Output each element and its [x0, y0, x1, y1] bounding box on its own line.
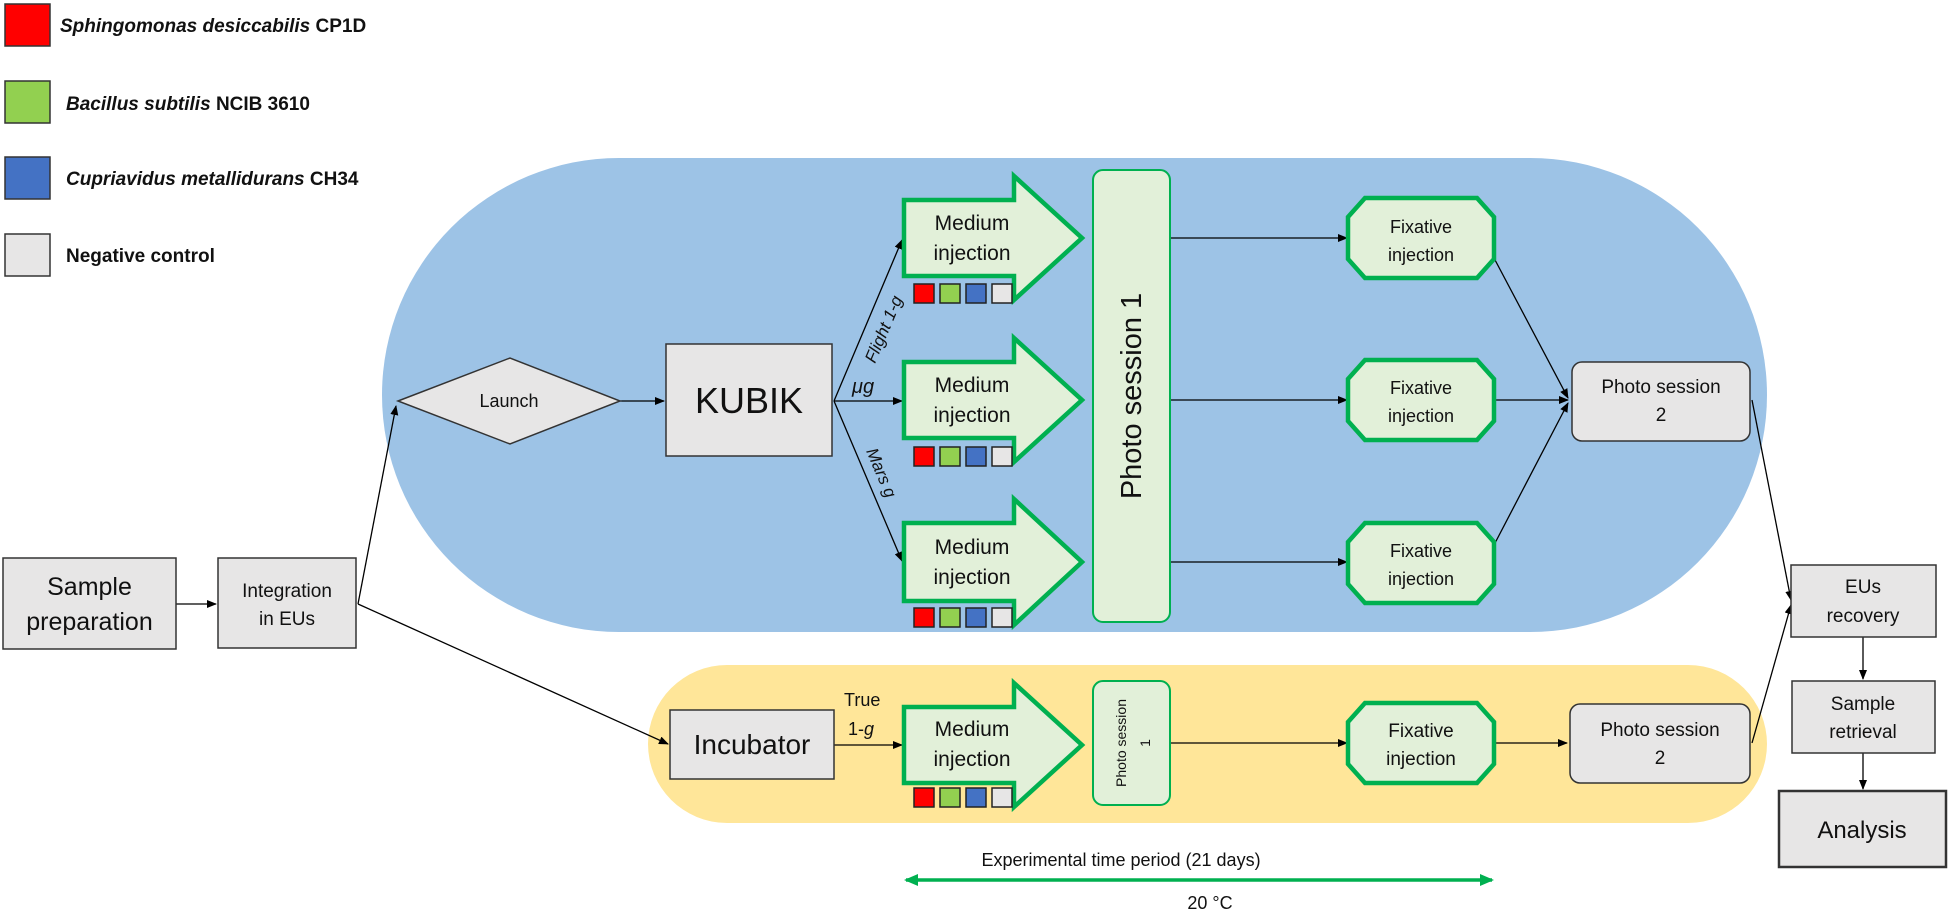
svg-text:KUBIK: KUBIK: [695, 380, 803, 421]
svg-text:Medium: Medium: [935, 536, 1010, 559]
svg-text:Sample: Sample: [1831, 694, 1895, 715]
svg-text:Medium: Medium: [935, 212, 1010, 235]
svg-text:Medium: Medium: [935, 718, 1010, 741]
strain-swatches-micro-g: [913, 446, 1013, 467]
svg-text:preparation: preparation: [26, 608, 152, 636]
label-true-1g-line2: 1-g: [848, 719, 874, 739]
photo-session-2-flight: Photo session 2: [1571, 361, 1751, 442]
legend-swatch-sphingomonas: [4, 3, 51, 47]
timeline-temperature: 20 °C: [1187, 893, 1232, 911]
svg-text:Integration: Integration: [242, 581, 332, 602]
strain-swatches-flight-1g: [913, 283, 1013, 304]
svg-text:injection: injection: [933, 242, 1010, 265]
incubator-box: Incubator: [669, 709, 835, 780]
svg-text:recovery: recovery: [1827, 606, 1900, 627]
medium-injection-true-1g: Medium injection: [901, 677, 1086, 813]
svg-text:Fixative: Fixative: [1390, 541, 1452, 561]
eus-recovery-box: EUs recovery: [1790, 564, 1937, 638]
legend-label-bacillus: Bacillus subtilis NCIB 3610: [66, 94, 310, 115]
svg-text:Photo session 1: Photo session 1: [1116, 293, 1148, 499]
svg-text:injection: injection: [1388, 245, 1454, 265]
svg-text:Analysis: Analysis: [1817, 817, 1906, 844]
svg-text:injection: injection: [933, 404, 1010, 427]
integration-box: Integration in EUs: [217, 557, 357, 649]
strain-swatches-true-1g: [913, 787, 1013, 808]
fixative-injection-mars-g: Fixative injection: [1345, 520, 1497, 606]
medium-injection-flight-1g: Medium injection: [901, 170, 1086, 306]
sample-preparation-box: Sample preparation: [2, 557, 177, 650]
legend-label-cupriavidus: Cupriavidus metallidurans CH34: [66, 169, 359, 190]
connectors: [176, 234, 1867, 790]
medium-injection-mars-g: Medium injection: [901, 493, 1086, 631]
svg-text:Fixative: Fixative: [1390, 378, 1452, 398]
svg-text:Incubator: Incubator: [694, 729, 811, 760]
svg-text:Sample: Sample: [47, 573, 132, 601]
svg-text:retrieval: retrieval: [1829, 722, 1897, 743]
svg-text:Photo session: Photo session: [1113, 699, 1129, 787]
svg-text:1: 1: [1137, 739, 1153, 747]
svg-text:Medium: Medium: [935, 374, 1010, 397]
svg-text:Photo session: Photo session: [1601, 377, 1720, 398]
fixative-injection-micro-g: Fixative injection: [1345, 357, 1497, 443]
launch-diamond: Launch: [395, 357, 623, 445]
legend: Sphingomonas desiccabilis CP1D Bacillus …: [4, 3, 366, 277]
svg-text:injection: injection: [933, 748, 1010, 771]
svg-text:injection: injection: [933, 566, 1010, 589]
timeline-label: Experimental time period (21 days): [981, 850, 1260, 870]
svg-text:Fixative: Fixative: [1390, 217, 1452, 237]
legend-swatch-negative: [4, 233, 51, 277]
medium-injection-micro-g: Medium injection: [901, 332, 1086, 468]
svg-text:injection: injection: [1388, 569, 1454, 589]
sample-retrieval-box: Sample retrieval: [1791, 680, 1936, 754]
svg-text:2: 2: [1656, 405, 1667, 426]
svg-text:Fixative: Fixative: [1388, 721, 1453, 742]
strain-swatches-mars-g: [913, 607, 1013, 628]
photo-session-1-ground: Photo session 1: [1092, 680, 1171, 806]
svg-text:EUs: EUs: [1845, 577, 1881, 598]
svg-text:2: 2: [1655, 748, 1666, 769]
svg-text:in EUs: in EUs: [259, 609, 315, 630]
legend-swatch-cupriavidus: [4, 156, 51, 200]
photo-session-2-ground: Photo session 2: [1569, 703, 1751, 784]
fixative-injection-true-1g: Fixative injection: [1345, 700, 1497, 786]
legend-swatch-bacillus: [4, 80, 51, 124]
svg-text:Launch: Launch: [479, 391, 538, 411]
svg-text:injection: injection: [1386, 749, 1456, 770]
kubik-box: KUBIK: [665, 343, 833, 457]
legend-label-sphingomonas: Sphingomonas desiccabilis CP1D: [60, 16, 366, 37]
timeline: Experimental time period (21 days) 20 °C: [904, 850, 1494, 911]
fixative-injection-flight-1g: Fixative injection: [1345, 195, 1497, 281]
label-true-1g-line1: True: [844, 690, 880, 710]
analysis-box: Analysis: [1777, 789, 1948, 869]
svg-text:Photo session: Photo session: [1600, 720, 1719, 741]
svg-text:injection: injection: [1388, 406, 1454, 426]
photo-session-1-flight: Photo session 1: [1092, 169, 1171, 623]
legend-label-negative: Negative control: [66, 246, 215, 267]
label-micro-g: μg: [851, 376, 874, 398]
